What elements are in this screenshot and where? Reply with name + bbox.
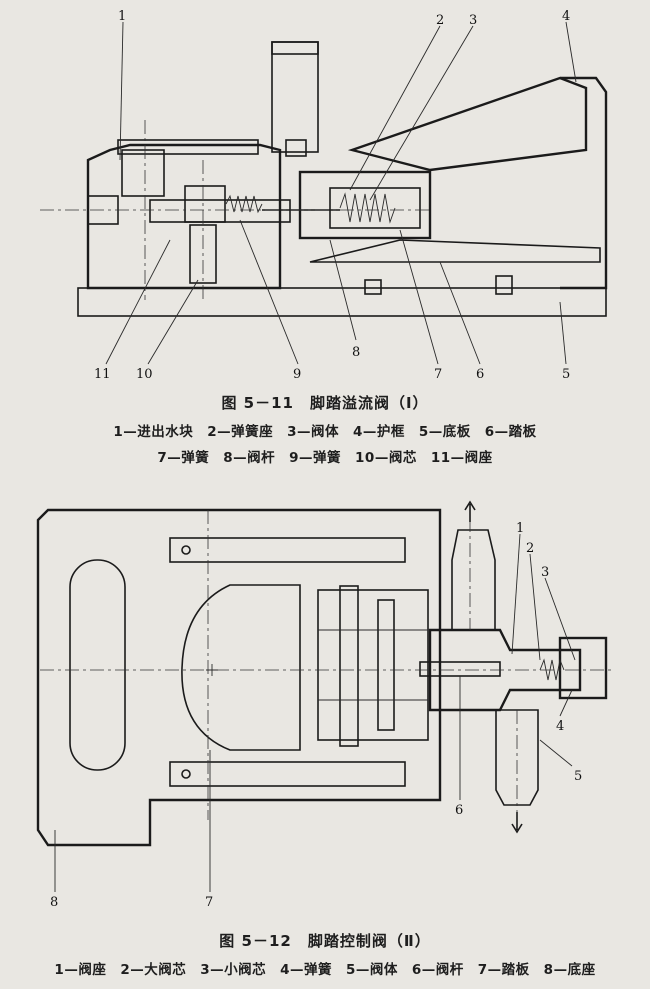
- pedal-plate: [181, 584, 301, 751]
- top-rod: [271, 41, 319, 153]
- callout-4: 4: [556, 719, 564, 734]
- small-spring: [225, 194, 263, 214]
- pedal: [347, 76, 588, 172]
- hinge-bar-top: [169, 537, 406, 563]
- valve-core: [184, 185, 226, 223]
- callout-2: 2: [436, 13, 444, 28]
- callout-5: 5: [574, 769, 582, 784]
- callout-7: 7: [434, 367, 442, 382]
- callout-1: 1: [118, 9, 126, 24]
- hinge-bar-bottom: [169, 761, 406, 787]
- callout-7: 7: [205, 895, 213, 910]
- figure-5-12-drawing: 1 2 3 4 5 6 7 8: [36, 500, 612, 910]
- callout-6: 6: [476, 367, 484, 382]
- protective-frame: [560, 76, 608, 290]
- figure-5-11-caption: 图 5－11 脚踏溢流阀（Ⅰ）: [221, 394, 429, 412]
- valve-body: [428, 628, 582, 712]
- callout-5: 5: [562, 367, 570, 382]
- callout-2: 2: [526, 541, 534, 556]
- valve-seat: [189, 224, 217, 284]
- valve-stem: [419, 661, 501, 677]
- figure-5-11-legend-line-2: 7—弹簧 8—阀杆 9—弹簧 10—阀芯 11—阀座: [157, 450, 493, 466]
- base-slot: [69, 559, 126, 771]
- spring-housing: [298, 170, 432, 240]
- valve-block-body: [86, 143, 282, 290]
- base-plate: [36, 508, 442, 847]
- bottom-fitting: [495, 709, 539, 806]
- callout-1: 1: [516, 521, 524, 536]
- callout-6: 6: [455, 803, 463, 818]
- callout-3: 3: [541, 565, 549, 580]
- callout-8: 8: [352, 345, 360, 360]
- callout-11: 11: [94, 367, 111, 382]
- callout-8: 8: [50, 895, 58, 910]
- figure-5-11-drawing: 1 2 3 4 5 6 7 8 9 10 11: [40, 9, 608, 382]
- callout-3: 3: [469, 13, 477, 28]
- valve-spring: [539, 658, 565, 681]
- large-spring: [339, 192, 396, 224]
- callout-10: 10: [136, 367, 153, 382]
- figure-5-12-legend: 1—阀座 2—大阀芯 3—小阀芯 4—弹簧 5—阀体 6—阀杆 7—踏板 8—底…: [54, 962, 596, 978]
- base-plate: [77, 287, 607, 317]
- figure-5-12-caption: 图 5－12 脚踏控制阀（Ⅱ）: [219, 932, 431, 950]
- block-cover: [117, 139, 259, 155]
- figure-5-11-legend-line-1: 1—进出水块 2—弹簧座 3—阀体 4—护框 5—底板 6—踏板: [113, 424, 537, 440]
- top-fitting: [451, 529, 496, 631]
- callout-4: 4: [562, 9, 570, 24]
- valve-seat-cap: [558, 636, 608, 700]
- callout-9: 9: [293, 367, 301, 382]
